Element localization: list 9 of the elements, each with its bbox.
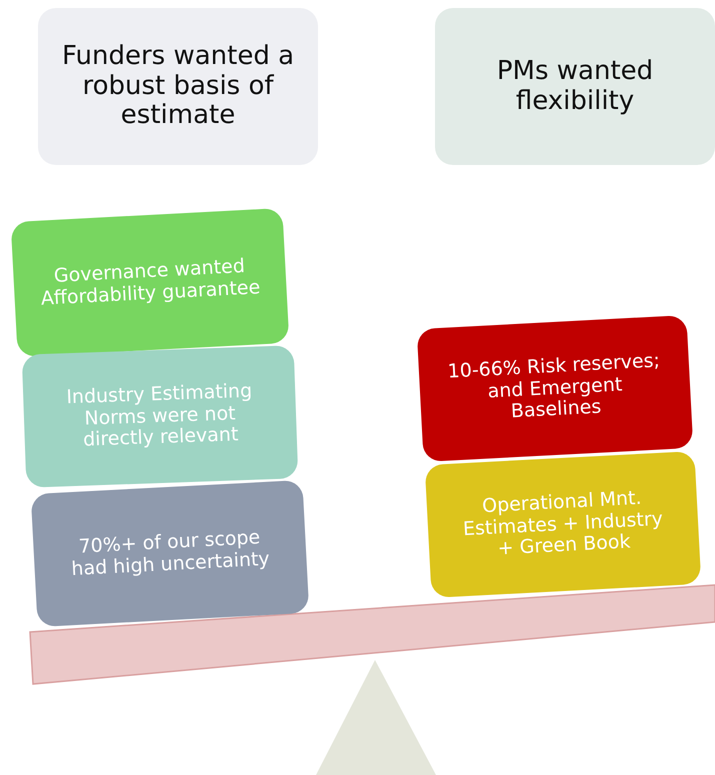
box-text: 70%+ of our scope had high uncertainty — [70, 526, 272, 582]
box-text: 10-66% Risk reserves; and Emergent Baselines — [446, 350, 662, 425]
box-text: PMs wanted flexibility — [496, 56, 654, 116]
text-box — [435, 8, 715, 165]
box-text: Operational Mnt. Estimates + Industry + Green Book — [462, 486, 664, 562]
text-box — [22, 345, 298, 488]
box-text: Funders wanted a robust basis of estimate — [60, 42, 296, 132]
box-text: Industry Estimating Norms were not directly relevant — [64, 380, 254, 454]
box-text: Governance wanted Affordability guarantee — [39, 254, 261, 310]
